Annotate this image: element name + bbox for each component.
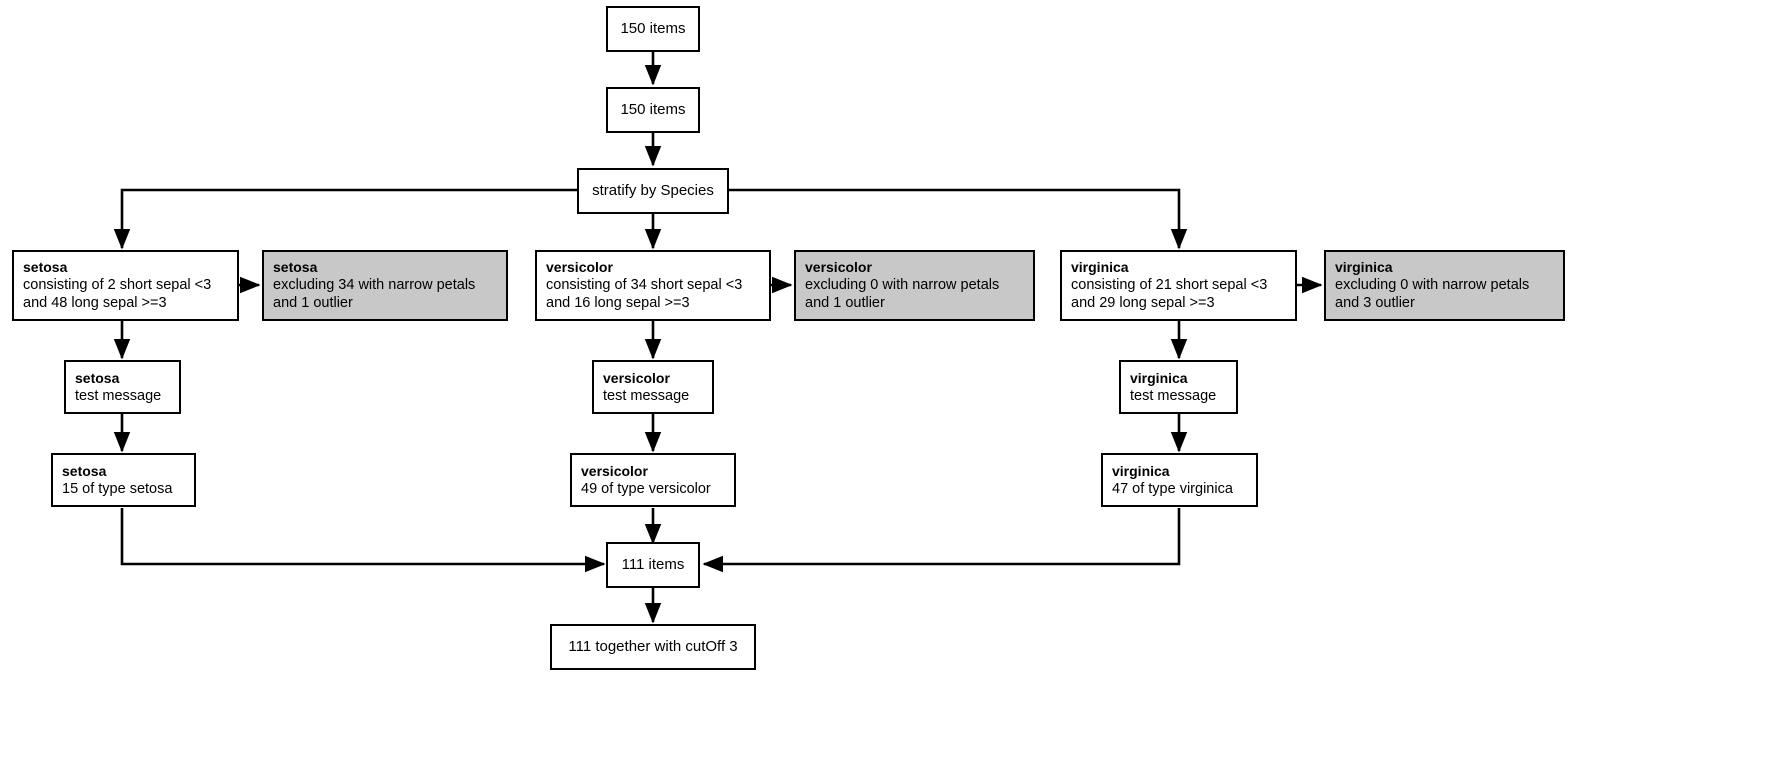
node-versicolor-excluded-line2: and 1 outlier xyxy=(805,295,885,311)
node-versicolor-main-title: versicolor xyxy=(546,259,613,275)
node-virginica-test-line1: test message xyxy=(1130,387,1217,404)
node-total-start[interactable]: 150 items xyxy=(606,6,700,52)
node-total-second[interactable]: 150 items xyxy=(606,87,700,133)
node-total-second-label: 150 items xyxy=(620,101,686,118)
node-virginica-main-title: virginica xyxy=(1071,259,1129,275)
node-versicolor-main-line2: and 16 long sepal >=3 xyxy=(546,295,690,311)
node-setosa-excluded-line1: excluding 34 with narrow petals xyxy=(273,277,476,293)
node-setosa-result-line1: 15 of type setosa xyxy=(62,480,173,497)
node-versicolor-excluded-title: versicolor xyxy=(805,259,872,275)
node-versicolor-result-line1: 49 of type versicolor xyxy=(581,480,711,497)
node-versicolor-excluded-line1: excluding 0 with narrow petals xyxy=(805,277,1000,293)
node-virginica-result-title: virginica xyxy=(1112,462,1170,479)
node-stratify-label: stratify by Species xyxy=(592,182,714,199)
node-final-summary[interactable]: 111 together with cutOff 3 xyxy=(550,624,756,670)
node-setosa-main[interactable]: setosa consisting of 2 short sepal <3 an… xyxy=(12,250,239,321)
node-versicolor-result[interactable]: versicolor 49 of type versicolor xyxy=(570,453,736,507)
node-setosa-result-title: setosa xyxy=(62,462,107,479)
node-virginica-result[interactable]: virginica 47 of type virginica xyxy=(1101,453,1258,507)
node-versicolor-excluded[interactable]: versicolor excluding 0 with narrow petal… xyxy=(794,250,1035,321)
node-total-start-label: 150 items xyxy=(620,20,686,37)
node-setosa-excluded[interactable]: setosa excluding 34 with narrow petals a… xyxy=(262,250,508,321)
node-virginica-excluded[interactable]: virginica excluding 0 with narrow petals… xyxy=(1324,250,1565,321)
node-virginica-main-line1: consisting of 21 short sepal <3 xyxy=(1071,277,1268,293)
node-virginica-main-line2: and 29 long sepal >=3 xyxy=(1071,295,1215,311)
node-virginica-test[interactable]: virginica test message xyxy=(1119,360,1238,414)
node-setosa-excluded-title: setosa xyxy=(273,259,318,275)
node-virginica-excluded-line2: and 3 outlier xyxy=(1335,295,1415,311)
edge-stratify-to-virginica xyxy=(729,188,1188,250)
node-virginica-excluded-line1: excluding 0 with narrow petals xyxy=(1335,277,1530,293)
node-setosa-main-line2: and 48 long sepal >=3 xyxy=(23,295,167,311)
node-virginica-excluded-title: virginica xyxy=(1335,259,1393,275)
node-final-summary-label: 111 together with cutOff 3 xyxy=(568,638,738,655)
node-final-items[interactable]: 111 items xyxy=(606,542,700,588)
node-versicolor-result-title: versicolor xyxy=(581,462,648,479)
node-versicolor-test[interactable]: versicolor test message xyxy=(592,360,714,414)
node-virginica-main[interactable]: virginica consisting of 21 short sepal <… xyxy=(1060,250,1297,321)
node-setosa-test-line1: test message xyxy=(75,387,162,404)
edge-virginica-result-to-final xyxy=(702,508,1181,573)
node-setosa-test[interactable]: setosa test message xyxy=(64,360,181,414)
node-setosa-result[interactable]: setosa 15 of type setosa xyxy=(51,453,196,507)
node-final-items-label: 111 items xyxy=(621,556,685,573)
node-versicolor-test-line1: test message xyxy=(603,387,690,404)
node-setosa-main-title: setosa xyxy=(23,259,68,275)
node-setosa-main-line1: consisting of 2 short sepal <3 xyxy=(23,277,212,293)
node-virginica-test-title: virginica xyxy=(1130,369,1188,386)
node-stratify[interactable]: stratify by Species xyxy=(577,168,729,214)
node-virginica-result-line1: 47 of type virginica xyxy=(1112,480,1233,497)
edge-setosa-result-to-final xyxy=(120,508,606,573)
edge-stratify-to-setosa xyxy=(113,188,578,250)
node-setosa-test-title: setosa xyxy=(75,369,120,386)
node-versicolor-main-line1: consisting of 34 short sepal <3 xyxy=(546,277,743,293)
node-versicolor-main[interactable]: versicolor consisting of 34 short sepal … xyxy=(535,250,771,321)
node-versicolor-test-title: versicolor xyxy=(603,369,670,386)
node-setosa-excluded-line2: and 1 outlier xyxy=(273,295,353,311)
